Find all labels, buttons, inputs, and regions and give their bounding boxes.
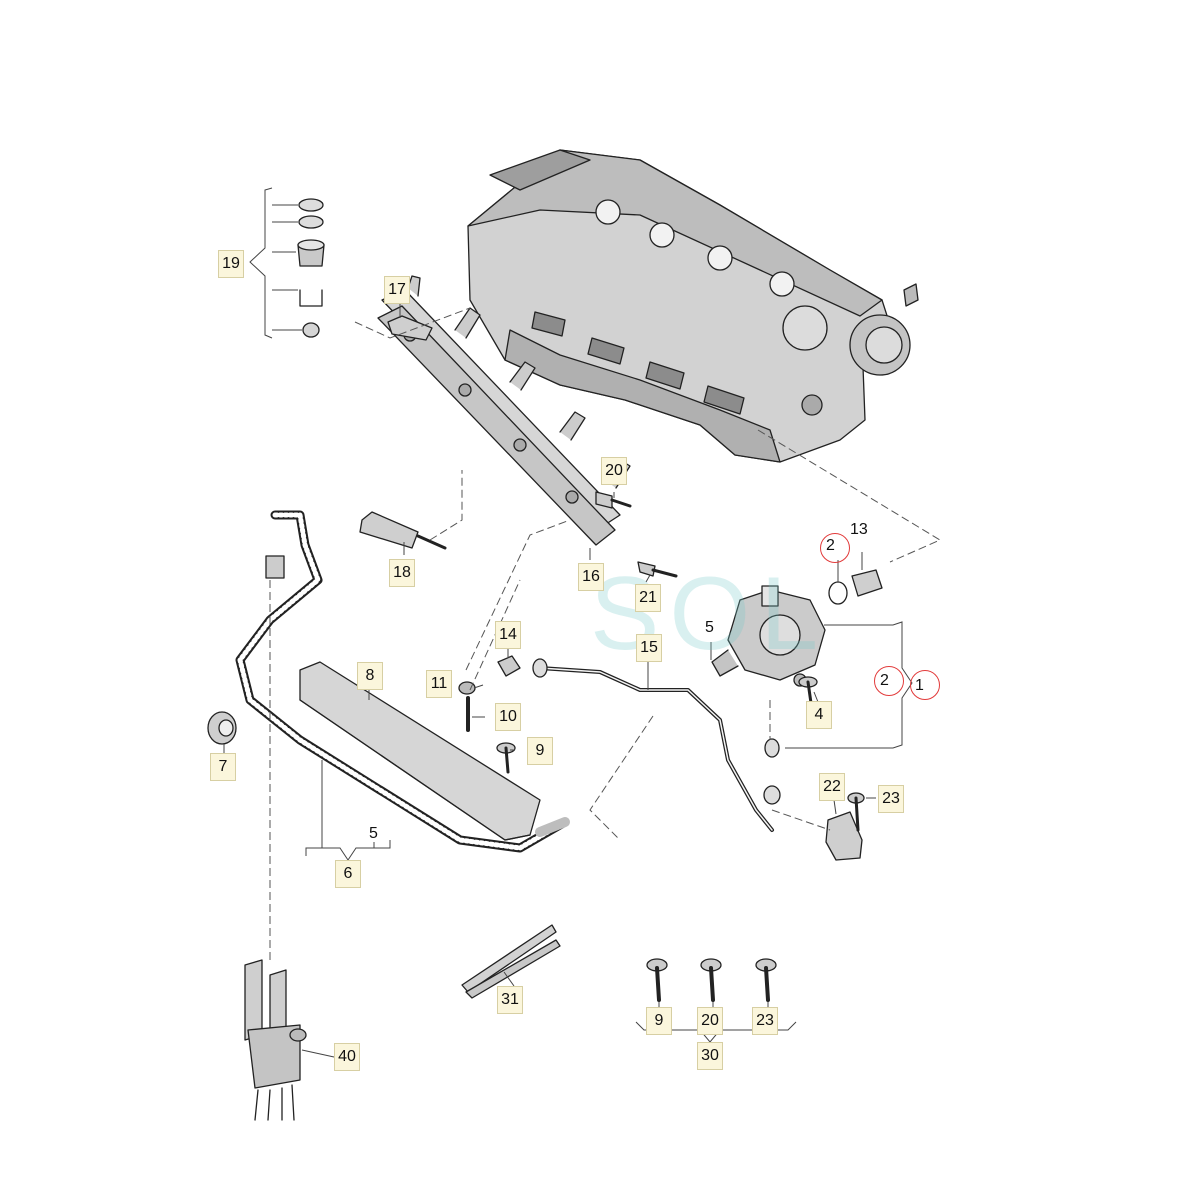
- callout-17[interactable]: 17: [384, 276, 410, 304]
- callout-23-set[interactable]: 23: [752, 1007, 778, 1035]
- callout-21[interactable]: 21: [635, 584, 661, 612]
- heat-shield: [299, 661, 541, 841]
- callout-8[interactable]: 8: [357, 662, 383, 690]
- high-pressure-line: [532, 658, 781, 832]
- callout-23[interactable]: 23: [878, 785, 904, 813]
- callout-30[interactable]: 30: [697, 1042, 723, 1070]
- callout-7[interactable]: 7: [210, 753, 236, 781]
- callout-19[interactable]: 19: [218, 250, 244, 278]
- callout-14[interactable]: 14: [495, 621, 521, 649]
- seal-kit: [297, 198, 325, 338]
- highlight-ring: [820, 533, 850, 563]
- callout-6[interactable]: 6: [335, 860, 361, 888]
- callout-5-pump[interactable]: 5: [705, 619, 714, 636]
- highlight-ring: [910, 670, 940, 700]
- roller-tappet: [851, 569, 883, 597]
- fuel-connector: [244, 959, 307, 1121]
- callout-15[interactable]: 15: [636, 634, 662, 662]
- callout-11[interactable]: 11: [426, 670, 452, 698]
- cable-ties: [461, 924, 561, 999]
- watermark: SOL: [590, 556, 829, 672]
- cylinder-head: [467, 149, 919, 463]
- bolt: [637, 561, 656, 577]
- callout-22[interactable]: 22: [819, 773, 845, 801]
- o-ring-seal: [828, 581, 848, 605]
- fuel-hose: [235, 510, 570, 853]
- callout-18[interactable]: 18: [389, 559, 415, 587]
- callout-31[interactable]: 31: [497, 986, 523, 1014]
- highlight-ring: [874, 666, 904, 696]
- callout-20[interactable]: 20: [601, 457, 627, 485]
- callout-20-set[interactable]: 20: [697, 1007, 723, 1035]
- callout-4[interactable]: 4: [806, 701, 832, 729]
- fuel-rail: [377, 275, 631, 546]
- callout-9-set[interactable]: 9: [646, 1007, 672, 1035]
- pressure-sender: [359, 511, 447, 550]
- callout-40[interactable]: 40: [334, 1043, 360, 1071]
- bracket-19: [249, 187, 273, 339]
- callout-16[interactable]: 16: [578, 563, 604, 591]
- callout-5-hose[interactable]: 5: [369, 825, 378, 842]
- callout-13[interactable]: 13: [850, 521, 868, 538]
- callout-9[interactable]: 9: [527, 737, 553, 765]
- bolt-set: [646, 958, 777, 1002]
- bracket: [825, 811, 863, 861]
- callout-10[interactable]: 10: [495, 703, 521, 731]
